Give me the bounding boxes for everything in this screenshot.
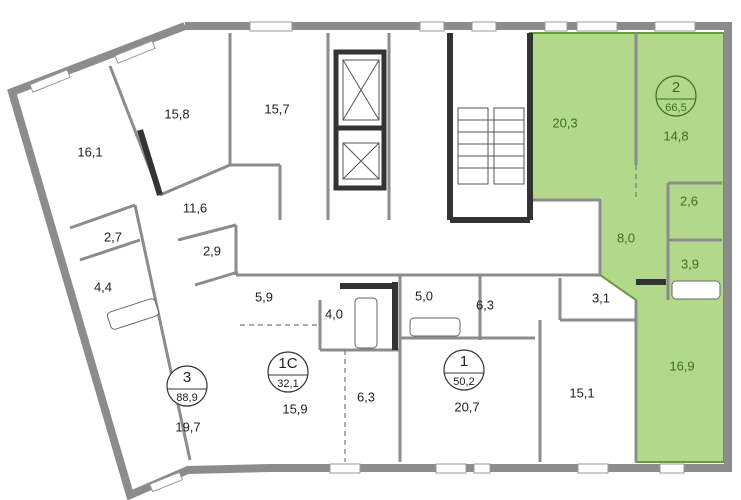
room-area: 3,1: [592, 290, 610, 305]
apartment-badge-3[interactable]: 3 88,9: [166, 365, 208, 407]
room-area: 2,7: [104, 229, 122, 244]
room-area: 16,1: [77, 144, 102, 159]
structural-walls: [137, 33, 666, 350]
room-area: 3,9: [681, 256, 699, 271]
room-area: 19,7: [175, 419, 200, 434]
room-area: 16,9: [669, 358, 694, 373]
room-area: 5,0: [415, 288, 433, 303]
windows: [29, 21, 696, 493]
room-area: 8,0: [617, 230, 635, 245]
apartment-badge-1[interactable]: 1 50,2: [443, 349, 485, 391]
room-area: 15,7: [264, 101, 289, 116]
apartment-badge-1c[interactable]: 1С 32,1: [267, 351, 309, 393]
elevator-shafts: [342, 59, 380, 180]
room-area: 6,3: [357, 389, 375, 404]
interior-walls: [69, 33, 722, 462]
staircase: [457, 107, 525, 185]
room-area: 14,8: [663, 128, 688, 143]
room-area: 6,3: [476, 297, 494, 312]
room-area: 15,8: [164, 106, 189, 121]
apartment-rooms: 2: [672, 79, 680, 96]
room-area: 4,4: [94, 279, 112, 294]
room-area: 11,6: [183, 200, 207, 215]
room-area: 20,7: [454, 399, 479, 414]
room-area: 15,1: [569, 385, 594, 400]
room-area: 4,0: [325, 306, 343, 321]
apartment-area: 88,9: [176, 392, 197, 404]
apartment-rooms: 3: [183, 369, 191, 386]
room-area: 20,3: [552, 115, 577, 130]
apartment-rooms: 1: [460, 353, 468, 370]
room-area: 2,6: [680, 193, 698, 208]
room-area: 15,9: [282, 401, 307, 416]
apartment-badge-2[interactable]: 2 66,5: [655, 75, 697, 117]
room-area: 2,9: [203, 243, 221, 258]
apartment-2-highlight[interactable]: [529, 32, 725, 463]
room-area: 5,9: [255, 289, 273, 304]
apartment-area: 32,1: [277, 378, 298, 390]
apartment-rooms: 1С: [278, 355, 297, 372]
bathtubs: [106, 280, 721, 349]
apartment-area: 50,2: [453, 376, 474, 388]
apartment-area: 66,5: [665, 102, 686, 114]
room-labels: 16,1 15,8 15,7 11,6 2,7 2,9 4,4 19,7 5,9…: [77, 101, 699, 434]
outer-wall: [7, 22, 732, 500]
